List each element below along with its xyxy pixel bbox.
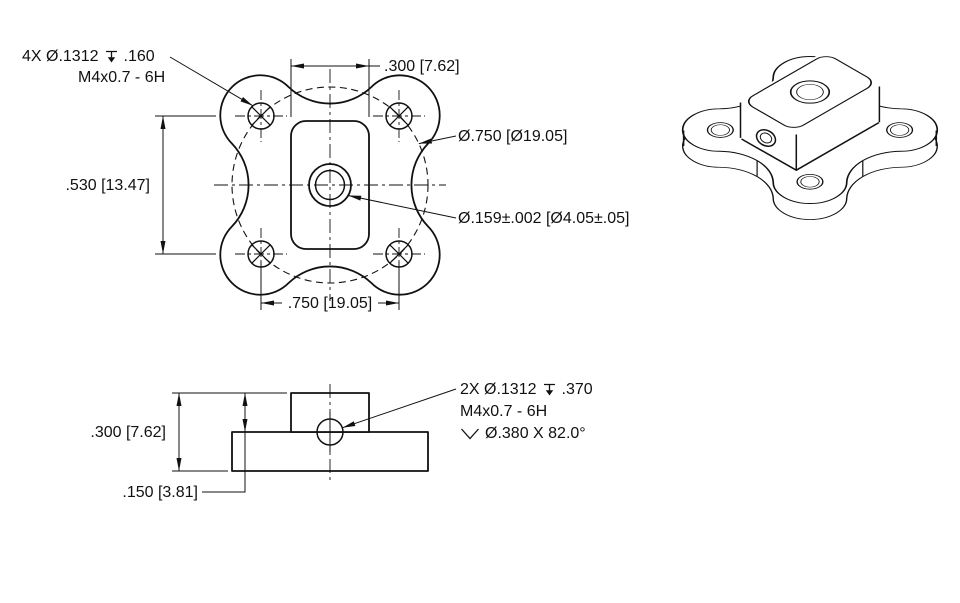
depth-symbol-icon: [542, 382, 557, 397]
depth-symbol-icon: [104, 49, 119, 64]
iso-side-hole: [755, 128, 777, 148]
isometric-view: [666, 46, 954, 230]
countersink-symbol-icon: [460, 428, 480, 440]
iso-boss-vertical-edges: [739, 86, 881, 171]
front-view: [172, 384, 457, 493]
side-hole-note-prefix: 2X Ø.1312: [460, 381, 537, 398]
side-hole-note-line3: Ø.380 X 82.0°: [460, 424, 586, 443]
tapped-hole-note-depth: .160: [123, 48, 155, 65]
leader-tapped-holes: [169, 56, 254, 107]
side-hole-note-csk: Ø.380 X 82.0°: [485, 425, 586, 442]
dim-hole-spacing: .530 [13.47]: [65, 177, 150, 194]
leader-bolt-circle: [418, 135, 457, 145]
front-view-dimensions: [172, 388, 457, 493]
top-view-dimensions: [155, 56, 457, 310]
dim-boss-width: .300 [7.62]: [384, 58, 460, 75]
iso-center-hole: [789, 80, 831, 104]
side-hole-note-depth: .370: [561, 381, 593, 398]
dim-center-hole: Ø.159±.002 [Ø4.05±.05]: [458, 210, 630, 227]
side-hole-note-line1: 2X Ø.1312 .370: [460, 380, 593, 399]
leader-center-hole: [348, 195, 457, 219]
side-hole-note-line2: M4x0.7 - 6H: [460, 403, 548, 420]
tapped-hole-note-prefix: 4X Ø.1312: [22, 48, 99, 65]
dim-bolt-circle: Ø.750 [Ø19.05]: [458, 128, 568, 145]
top-view: [155, 56, 457, 310]
dim-overall-width: .750 [19.05]: [287, 295, 373, 312]
top-view-centerlines: [214, 69, 446, 301]
dim-base-height: .150 [3.81]: [122, 484, 198, 501]
iso-lobe-holes: [706, 122, 914, 190]
tapped-hole-note-line1: 4X Ø.1312 .160: [22, 47, 155, 66]
tapped-hole-note-line2: M4x0.7 - 6H: [78, 69, 166, 86]
iso-valley-edges: [756, 161, 864, 177]
dim-overall-height: .300 [7.62]: [90, 424, 166, 441]
iso-base-side-edges: [682, 130, 938, 146]
leader-side-hole: [342, 388, 457, 429]
